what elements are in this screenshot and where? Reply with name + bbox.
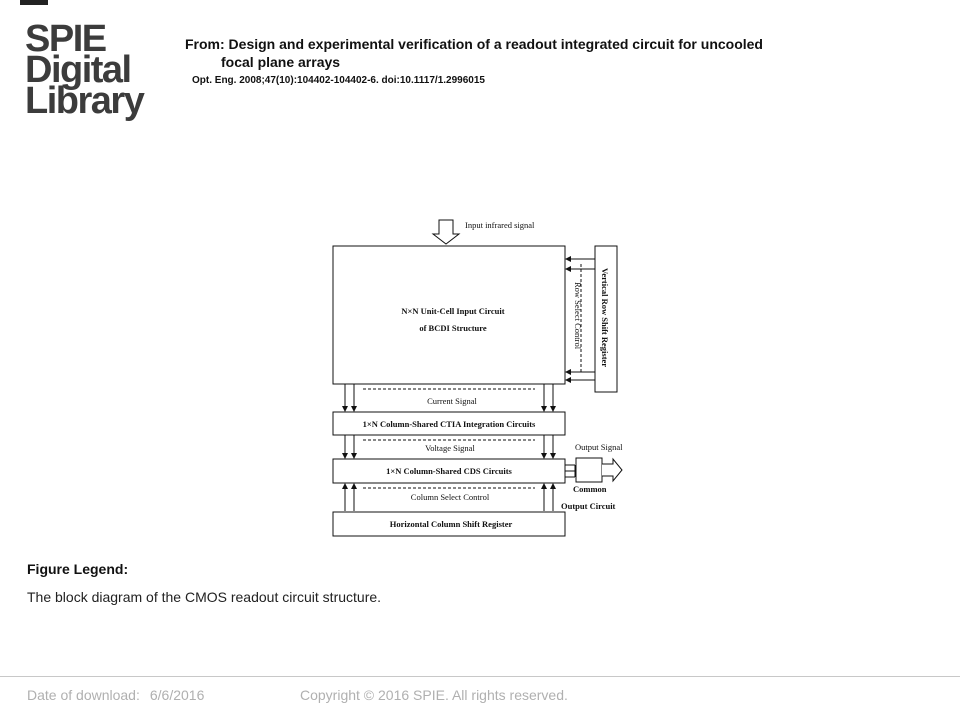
horizontal-register-block bbox=[332, 511, 566, 537]
vertical-register-label: Vertical Row Shift Register bbox=[600, 268, 610, 367]
cds-block bbox=[332, 458, 566, 484]
voltage-signal-label: Voltage Signal bbox=[425, 443, 475, 453]
download-date: Date of download: 6/6/2016 bbox=[27, 687, 204, 703]
unit-cell-block bbox=[332, 245, 566, 385]
corner-tab bbox=[20, 0, 48, 5]
common-label: Common bbox=[573, 484, 607, 494]
ctia-label: 1×N Column-Shared CTIA Integration Circu… bbox=[363, 419, 536, 429]
input-signal-label: Input infrared signal bbox=[465, 220, 535, 230]
cds-label: 1×N Column-Shared CDS Circuits bbox=[386, 466, 512, 476]
figure-legend-text: The block diagram of the CMOS readout ci… bbox=[27, 589, 382, 605]
output-buffer bbox=[575, 457, 603, 483]
input-arrow bbox=[431, 219, 461, 245]
logo-line-1: SPIE bbox=[25, 18, 107, 60]
article-title: From: Design and experimental verificati… bbox=[185, 35, 885, 71]
logo-line-2: Digital bbox=[25, 49, 132, 91]
block-diagram: Input infrared signal N×N Unit-Cell Inpu… bbox=[332, 219, 623, 537]
download-date-label: Date of download: bbox=[27, 687, 140, 703]
spie-digital-library-logo[interactable]: SPIE Digital Library bbox=[25, 18, 155, 122]
horizontal-register-label: Horizontal Column Shift Register bbox=[390, 519, 513, 529]
unit-cell-label-1: N×N Unit-Cell Input Circuit bbox=[401, 306, 504, 316]
article-title-line-2: focal plane arrays bbox=[221, 54, 341, 70]
row-select-label: Row Select Control bbox=[573, 282, 583, 350]
vertical-register-block bbox=[594, 245, 618, 393]
column-select-label: Column Select Control bbox=[411, 492, 490, 502]
output-arrow bbox=[602, 457, 623, 483]
current-signal-label: Current Signal bbox=[427, 396, 477, 406]
footer-divider bbox=[0, 676, 960, 677]
figure-legend-heading: Figure Legend: bbox=[27, 561, 129, 577]
output-circuit-label: Output Circuit bbox=[561, 501, 616, 511]
copyright: Copyright © 2016 SPIE. All rights reserv… bbox=[300, 687, 568, 703]
article-title-line-1: From: Design and experimental verificati… bbox=[185, 36, 763, 52]
ctia-block bbox=[332, 411, 566, 436]
download-date-value: 6/6/2016 bbox=[149, 687, 205, 703]
unit-cell-label-2: of BCDI Structure bbox=[419, 323, 487, 333]
output-signal-label: Output Signal bbox=[575, 442, 623, 452]
logo-line-3: Library bbox=[25, 80, 145, 122]
citation: Opt. Eng. 2008;47(10):104402-104402-6. d… bbox=[192, 75, 485, 86]
